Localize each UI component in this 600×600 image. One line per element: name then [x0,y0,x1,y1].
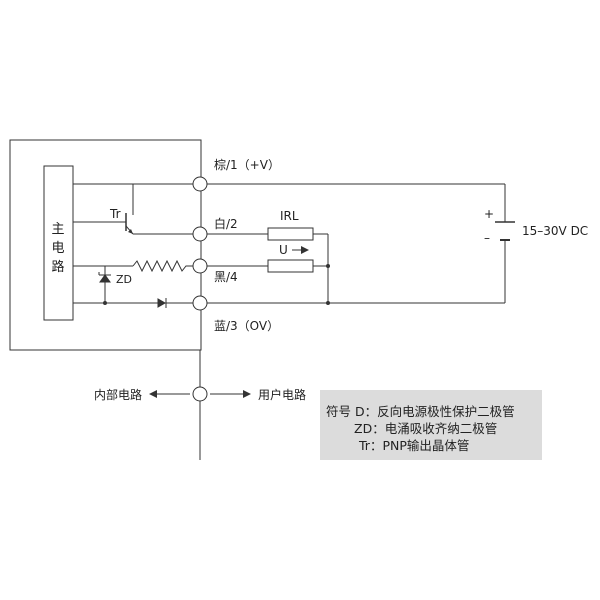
terminal-3-label: 蓝/3（OV） [214,319,279,333]
zd-label: ZD [116,273,132,286]
main-circuit-block [43,165,74,321]
resistor-zigzag [132,259,193,273]
terminal-4 [192,258,208,274]
terminal-1 [192,176,208,192]
sensor-housing [9,139,202,351]
irl-label: IRL [280,209,299,223]
load-resistor-u [267,259,314,273]
diode-d [157,298,167,308]
legend-line-zd: ZD：电涌吸收齐纳二极管 [354,421,498,436]
legend-box [320,390,542,460]
terminal-2-label: 白/2 [214,216,238,231]
legend-line-tr: Tr：PNP输出晶体管 [359,438,470,453]
inner-circuit-label: 内部电路 [94,387,142,402]
terminal-boundary [192,386,208,402]
tr-emitter-arrow [128,229,133,234]
dc-supply [495,221,515,241]
junction-zener [103,301,107,305]
supply-minus: – [484,231,490,245]
terminal-4-label: 黑/4 [214,270,238,284]
junction-load-t4 [326,264,330,268]
user-circuit-label: 用户电路 [258,387,306,402]
terminal-2 [192,226,208,242]
terminal-1-label: 棕/1（+V） [214,157,280,172]
terminal-3 [192,295,208,311]
junction-load-t3 [326,301,330,305]
zener-diode [98,272,111,283]
main-circuit-char-3: 路 [51,259,64,275]
u-label: U [279,243,288,257]
main-circuit-char-1: 主 [51,222,64,237]
main-circuit-char-2: 电 [51,241,64,256]
supply-voltage: 15–30V DC [522,224,588,238]
tr-label: Tr [109,207,121,221]
load-resistor-irl [267,227,314,241]
legend-line-d: 符号 D：反向电源极性保护二极管 [326,404,515,419]
supply-plus: + [484,207,494,221]
